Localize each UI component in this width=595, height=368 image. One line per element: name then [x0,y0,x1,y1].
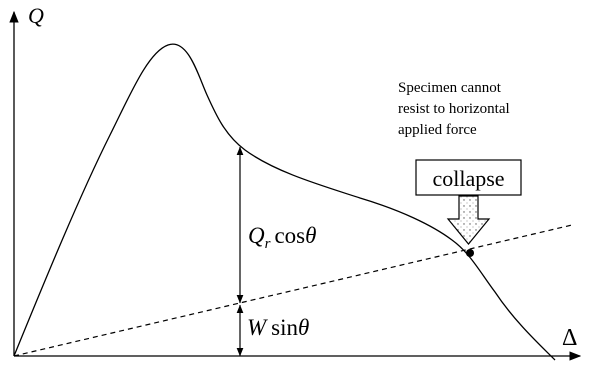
collapse-point [466,249,474,257]
weight-component-line [13,224,573,357]
load-displacement-curve [13,43,556,361]
collapse-box [415,159,522,196]
annotation-line-2: resist to horizontal [398,101,510,117]
annotation-line-3: applied force [398,122,477,138]
x-axis-label: Δ [562,325,577,351]
annotation-line-1: Specimen cannot [398,80,502,96]
collapse-down-arrow-icon [446,195,491,245]
collapse-label: collapse [432,166,504,191]
y-axis-label: Q [28,3,44,28]
